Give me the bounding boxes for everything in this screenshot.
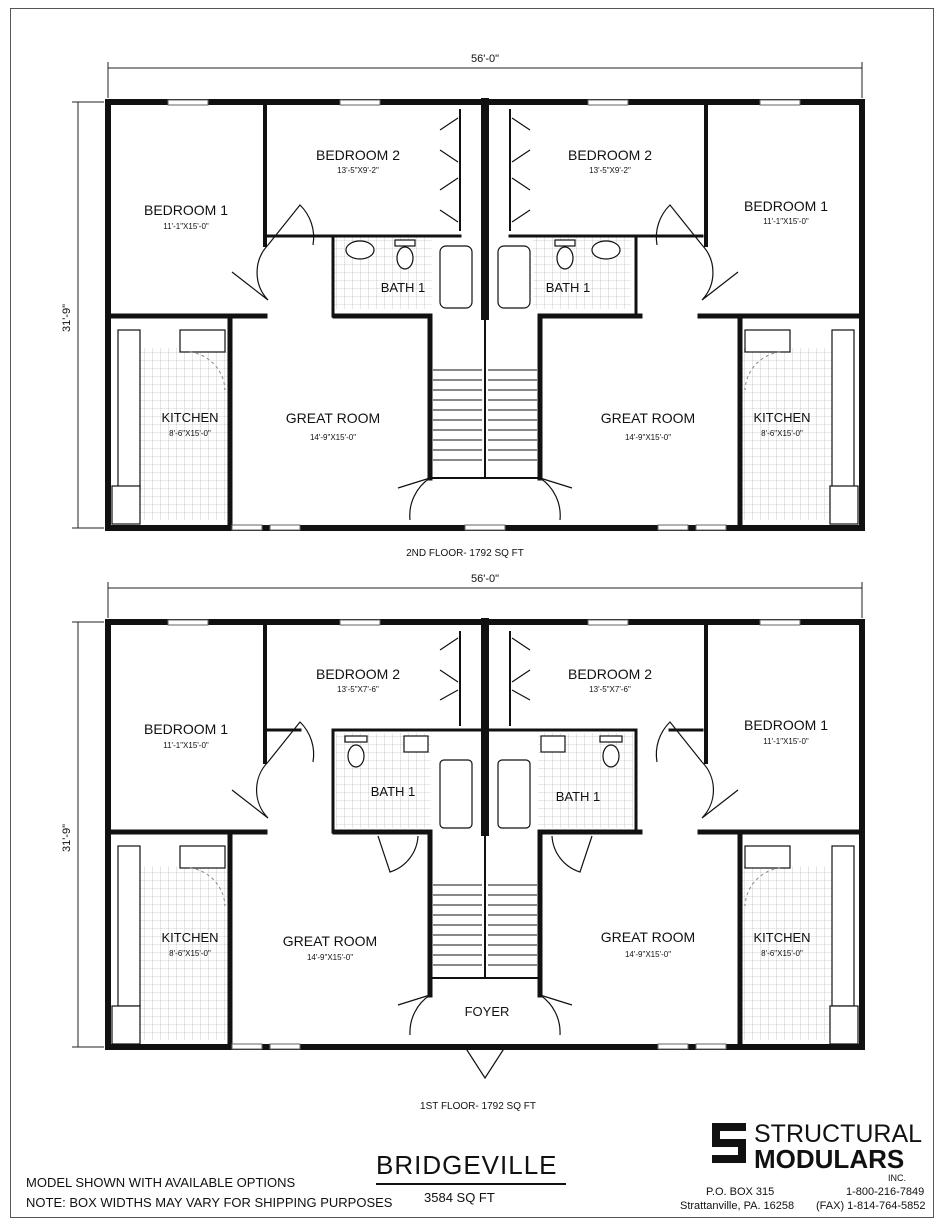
bath-label: BATH 1 — [371, 784, 416, 799]
foyer-label: FOYER — [465, 1004, 510, 1019]
bedroom-2-label: BEDROOM 2 — [316, 147, 400, 163]
box-width-note: NOTE: BOX WIDTHS MAY VARY FOR SHIPPING P… — [26, 1195, 393, 1210]
kitchen-dims: 8'-6"X15'-0" — [761, 949, 803, 958]
company-logo-mark — [712, 1123, 746, 1163]
bath-label: BATH 1 — [381, 280, 426, 295]
company-phone: 1-800-216-7849 — [846, 1186, 925, 1198]
plan-name: BRIDGEVILLE — [376, 1150, 558, 1180]
company-fax: (FAX) 1-814-764-5852 — [816, 1200, 926, 1212]
kitchen-label: KITCHEN — [753, 410, 810, 425]
great-room-dims: 14'-9"X15'-0" — [625, 950, 671, 959]
great-room-label: GREAT ROOM — [601, 410, 695, 426]
company-po-box: P.O. BOX 315 — [706, 1186, 775, 1198]
bedroom-2-label: BEDROOM 2 — [568, 147, 652, 163]
floor-caption: 2ND FLOOR- 1792 SQ FT — [406, 548, 524, 559]
bedroom-1-dims: 11'-1"X15'-0" — [763, 737, 809, 746]
kitchen-label: KITCHEN — [161, 410, 218, 425]
bedroom-2-dims: 13'-5"X7'-6" — [589, 685, 631, 694]
great-room-label: GREAT ROOM — [286, 410, 380, 426]
floor-caption: 1ST FLOOR- 1792 SQ FT — [420, 1101, 536, 1112]
bedroom-2-label: BEDROOM 2 — [316, 666, 400, 682]
company-suffix: INC. — [888, 1173, 906, 1183]
bedroom-1-label: BEDROOM 1 — [744, 198, 828, 214]
bedroom-2-label: BEDROOM 2 — [568, 666, 652, 682]
company-name-line2: MODULARS — [754, 1144, 905, 1174]
bedroom-2-dims: 13'-5"X9'-2" — [589, 166, 631, 175]
bedroom-1-label: BEDROOM 1 — [144, 721, 228, 737]
great-room-dims: 14'-9"X15'-0" — [307, 953, 353, 962]
kitchen-dims: 8'-6"X15'-0" — [761, 429, 803, 438]
width-dimension — [107, 62, 863, 98]
bath-label: BATH 1 — [546, 280, 591, 295]
second-floor-plan: 56'-0" 31'-9" — [61, 53, 865, 559]
bedroom-1-label: BEDROOM 1 — [744, 717, 828, 733]
model-note: MODEL SHOWN WITH AVAILABLE OPTIONS — [26, 1175, 296, 1190]
great-room-dims: 14'-9"X15'-0" — [310, 433, 356, 442]
company-city: Strattanville, PA. 16258 — [680, 1200, 795, 1212]
bedroom-1-dims: 11'-1"X15'-0" — [763, 217, 809, 226]
kitchen-label: KITCHEN — [161, 930, 218, 945]
width-dimension-label: 56'-0" — [471, 573, 499, 585]
bedroom-1-dims: 11'-1"X15'-0" — [163, 741, 209, 750]
great-room-dims: 14'-9"X15'-0" — [625, 433, 671, 442]
total-square-feet: 3584 SQ FT — [424, 1190, 495, 1205]
kitchen-label: KITCHEN — [753, 930, 810, 945]
width-dimension-label: 56'-0" — [471, 53, 499, 65]
sheet-border — [10, 8, 934, 1218]
depth-dimension — [72, 621, 104, 1048]
depth-dimension-label: 31'-9" — [61, 824, 73, 852]
plan-name-underline — [376, 1183, 566, 1185]
first-floor-plan: 56'-0" 31'-9" — [61, 573, 865, 1112]
bedroom-2-dims: 13'-5"X7'-6" — [337, 685, 379, 694]
company-name-line1: STRUCTURAL — [754, 1120, 923, 1148]
kitchen-dims: 8'-6"X15'-0" — [169, 429, 211, 438]
width-dimension — [107, 582, 863, 618]
kitchen-dims: 8'-6"X15'-0" — [169, 949, 211, 958]
great-room-label: GREAT ROOM — [283, 933, 377, 949]
great-room-label: GREAT ROOM — [601, 929, 695, 945]
bedroom-1-dims: 11'-1"X15'-0" — [163, 222, 209, 231]
depth-dimension-label: 31'-9" — [61, 304, 73, 332]
depth-dimension — [72, 101, 104, 529]
bedroom-2-dims: 13'-5"X9'-2" — [337, 166, 379, 175]
bath-label: BATH 1 — [556, 789, 601, 804]
bedroom-1-label: BEDROOM 1 — [144, 202, 228, 218]
